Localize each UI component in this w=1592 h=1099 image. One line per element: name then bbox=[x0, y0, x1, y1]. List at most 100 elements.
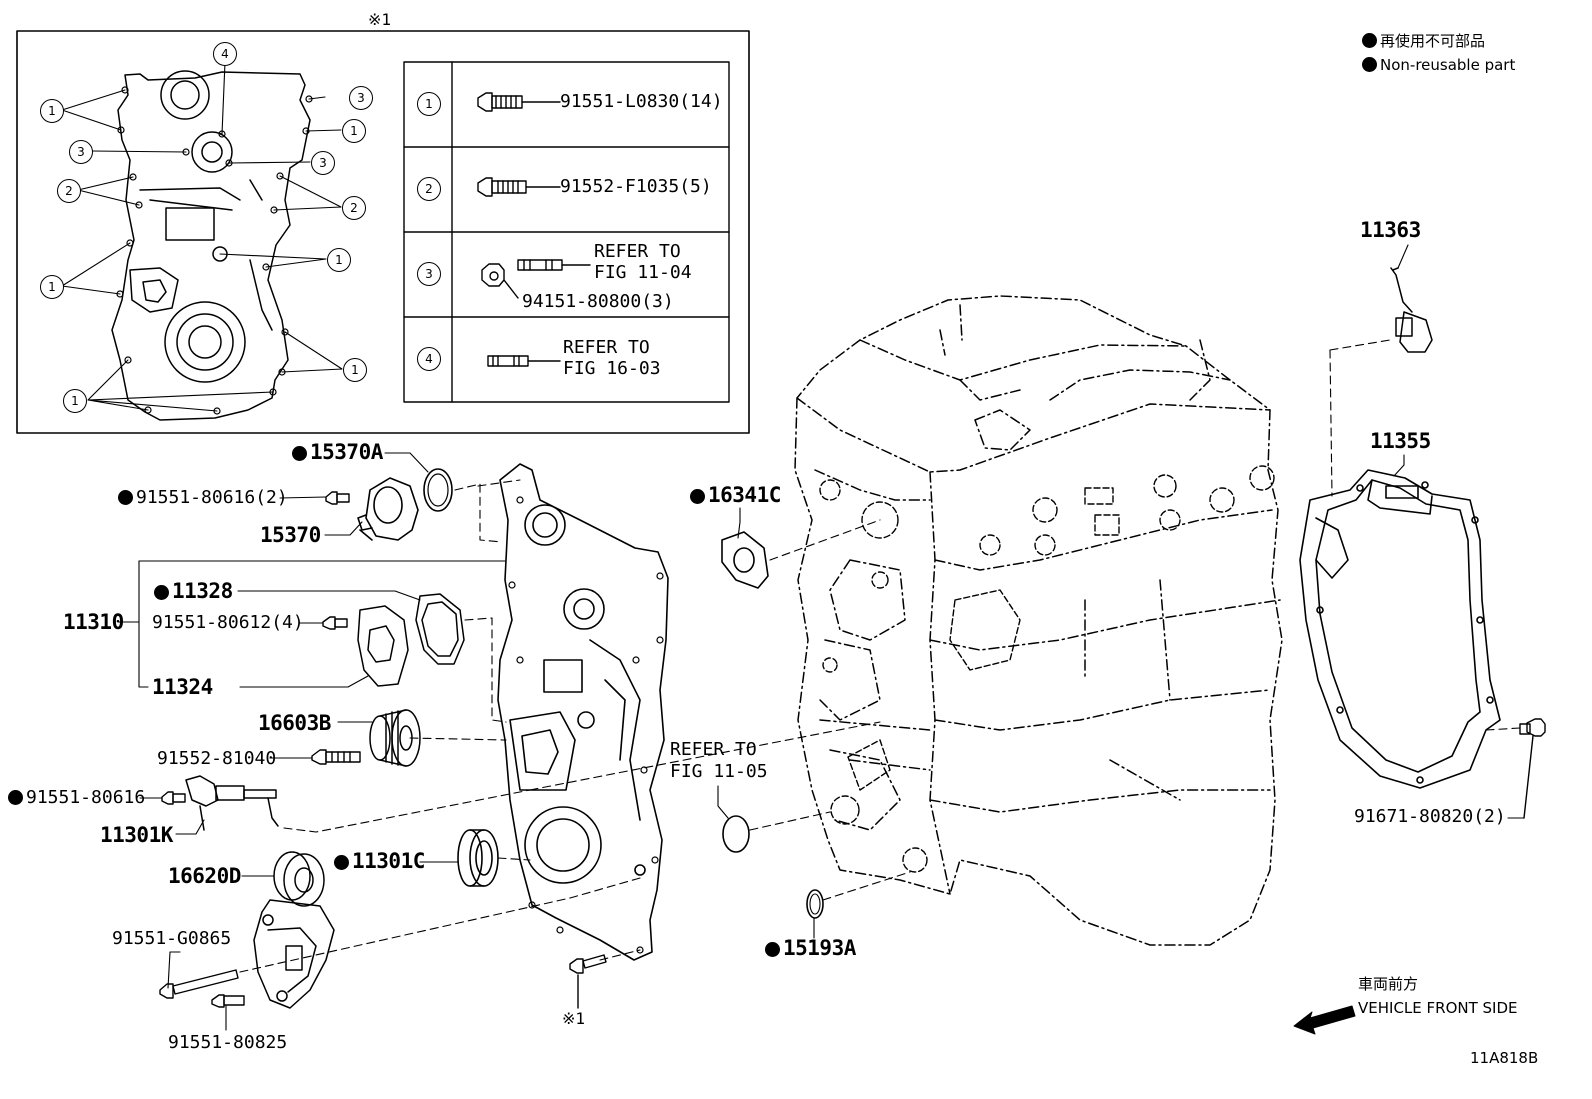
label-11328: 11328 bbox=[154, 581, 233, 602]
engine-block bbox=[794, 295, 1283, 946]
fastener-table bbox=[403, 61, 730, 403]
bullet-icon bbox=[1362, 57, 1377, 72]
pulley-16603B bbox=[369, 709, 421, 767]
callout-1: 1 bbox=[342, 119, 366, 143]
label-91551-80612-4: 91551-80612(4) bbox=[152, 612, 304, 633]
table-num-2: 2 bbox=[417, 177, 441, 201]
label-11363: 11363 bbox=[1360, 218, 1421, 242]
oring-15193A bbox=[806, 889, 824, 919]
flange-bolt-icon bbox=[477, 177, 561, 197]
callout-4: 4 bbox=[213, 42, 237, 66]
label-15370: 15370 bbox=[260, 523, 321, 547]
label-11355: 11355 bbox=[1370, 429, 1431, 453]
label-refer-to: REFER TO bbox=[670, 739, 757, 760]
label-11324: 11324 bbox=[152, 675, 213, 699]
callout-1: 1 bbox=[40, 99, 64, 123]
non-reusable-bullet-icon bbox=[118, 490, 133, 505]
label-91551-80616-2: 91551-80616(2) bbox=[118, 489, 288, 507]
label-16341C: 16341C bbox=[690, 485, 781, 506]
label-11301K: 11301K bbox=[100, 823, 173, 847]
label-15193A-text: 15193A bbox=[783, 936, 856, 960]
non-reusable-bullet-icon bbox=[292, 446, 307, 461]
label-91552-81040: 91552-81040 bbox=[157, 748, 277, 769]
non-reusable-bullet-icon bbox=[334, 855, 349, 870]
callout-1: 1 bbox=[327, 248, 351, 272]
part-15370 bbox=[357, 477, 419, 541]
table-ref-3a: REFER TO bbox=[594, 241, 681, 262]
seal-11301C bbox=[457, 829, 499, 887]
table-num-3: 3 bbox=[417, 262, 441, 286]
oring-refer bbox=[722, 815, 750, 853]
legend-jp: 再使用不可部品 bbox=[1362, 33, 1485, 49]
callout-3: 3 bbox=[311, 151, 335, 175]
legend-en-text: Non-reusable part bbox=[1380, 56, 1516, 74]
inset-mark: ※1 bbox=[368, 10, 392, 29]
non-reusable-bullet-icon bbox=[154, 585, 169, 600]
direction-jp: 車両前方 bbox=[1358, 975, 1419, 993]
bolt-bottom-mark1 bbox=[569, 954, 607, 1009]
callout-1: 1 bbox=[63, 389, 87, 413]
callout-3: 3 bbox=[349, 86, 373, 110]
bolt-91551-80825 bbox=[211, 994, 245, 1008]
sensor-11301K bbox=[185, 775, 279, 831]
end-plate-11355 bbox=[1299, 469, 1501, 789]
table-part-2: 91552-F1035(5) bbox=[560, 176, 712, 197]
callout-3: 3 bbox=[69, 140, 93, 164]
table-ref-4a: REFER TO bbox=[563, 337, 650, 358]
leader-lines bbox=[117, 244, 1525, 1031]
bolt-91551-80616-2 bbox=[325, 491, 350, 505]
legend-jp-text: 再使用不可部品 bbox=[1380, 32, 1486, 50]
non-reusable-bullet-icon bbox=[690, 489, 705, 504]
bolt-icon bbox=[477, 92, 561, 112]
front-cover bbox=[497, 463, 669, 961]
front-direction-arrow-icon bbox=[1293, 1005, 1356, 1035]
callout-1: 1 bbox=[343, 358, 367, 382]
label-16603B: 16603B bbox=[258, 711, 331, 735]
bolt-91671-80820 bbox=[1519, 718, 1546, 819]
bolt-91551-80616 bbox=[161, 791, 186, 805]
table-num-1: 1 bbox=[417, 92, 441, 116]
label-11301C-text: 11301C bbox=[352, 849, 425, 873]
callout-1: 1 bbox=[40, 275, 64, 299]
non-reusable-bullet-icon bbox=[765, 942, 780, 957]
label-fig-11-05: FIG 11-05 bbox=[670, 761, 768, 782]
legend-en: Non-reusable part bbox=[1362, 57, 1515, 73]
stud-and-nut-icon bbox=[481, 259, 591, 299]
table-part-3: 94151-80800(3) bbox=[522, 291, 674, 312]
figure-id: 11A818B bbox=[1470, 1049, 1539, 1067]
label-91551-80616-text: 91551-80616 bbox=[26, 787, 146, 808]
label-11310: 11310 bbox=[63, 610, 124, 634]
sensor-11363 bbox=[1390, 267, 1433, 353]
non-reusable-bullet-icon bbox=[8, 790, 23, 805]
stud-bolt-icon bbox=[487, 355, 561, 367]
bolt-91552-81040 bbox=[311, 749, 361, 765]
callout-2: 2 bbox=[57, 179, 81, 203]
direction-en: VEHICLE FRONT SIDE bbox=[1358, 999, 1518, 1017]
engine-block-openings bbox=[819, 465, 1275, 873]
label-11328-text: 11328 bbox=[172, 579, 233, 603]
label-91551-80616-2-text: 91551-80616(2) bbox=[136, 487, 288, 508]
bullet-icon bbox=[1362, 33, 1377, 48]
label-91551-80616: 91551-80616 bbox=[8, 789, 145, 807]
bolt-91551-G0865 bbox=[159, 969, 239, 999]
table-num-4: 4 bbox=[417, 347, 441, 371]
label-91551-80825: 91551-80825 bbox=[168, 1032, 288, 1053]
label-91671-80820-2: 91671-80820(2) bbox=[1354, 806, 1506, 827]
label-15370A: 15370A bbox=[292, 442, 383, 463]
callout-2: 2 bbox=[342, 196, 366, 220]
label-15370A-text: 15370A bbox=[310, 440, 383, 464]
table-part-1: 91551-L0830(14) bbox=[560, 91, 723, 112]
assembly-lines bbox=[239, 339, 1521, 973]
inset-leaders bbox=[61, 61, 343, 412]
timing-cover-outline bbox=[111, 70, 311, 421]
oring-15370A bbox=[423, 468, 453, 512]
label-11301C: 11301C bbox=[334, 851, 425, 872]
label-16620D: 16620D bbox=[168, 864, 241, 888]
plate-11324 bbox=[357, 605, 409, 687]
bolt-91551-80612-4 bbox=[322, 616, 348, 630]
table-ref-4b: FIG 16-03 bbox=[563, 358, 661, 379]
gasket-11328 bbox=[415, 593, 465, 665]
front-cover-holes bbox=[508, 496, 664, 954]
